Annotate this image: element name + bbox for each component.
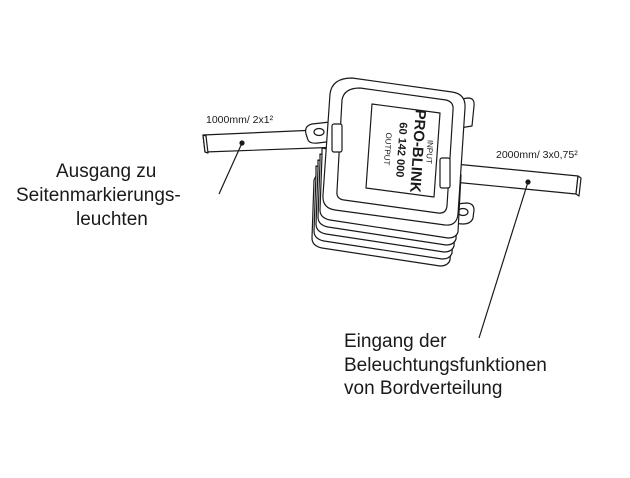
right-cable xyxy=(442,162,582,197)
left-leader-dot xyxy=(239,140,245,146)
right-leader-dot xyxy=(525,179,531,185)
label-name-text: PRO-BLINK xyxy=(406,109,429,193)
right-leader-line xyxy=(478,181,529,339)
left-callout-line-1: Ausgang zu xyxy=(56,161,157,182)
cable-gland-left xyxy=(331,123,343,153)
label-input-text: INPUT xyxy=(424,140,435,165)
right-cable-spec: 2000mm/ 3x0,75² xyxy=(496,149,578,161)
label-part-number-text: 60 142 000 xyxy=(393,122,409,178)
right-callout-line-1: Eingang der xyxy=(344,331,447,352)
left-callout-line-3: leuchten xyxy=(76,209,148,230)
left-leader-line xyxy=(218,142,243,195)
label-plate xyxy=(365,103,441,198)
right-callout-line-3: von Bordverteilung xyxy=(344,378,503,399)
cable-gland-right xyxy=(439,157,451,189)
right-callout-line-2: Beleuchtungsfunktionen xyxy=(344,355,547,376)
left-callout-line-2: Seitenmarkierungs- xyxy=(16,185,181,206)
label-output-text: OUTPUT xyxy=(382,132,393,166)
left-cable-spec: 1000mm/ 2x1² xyxy=(206,114,274,126)
